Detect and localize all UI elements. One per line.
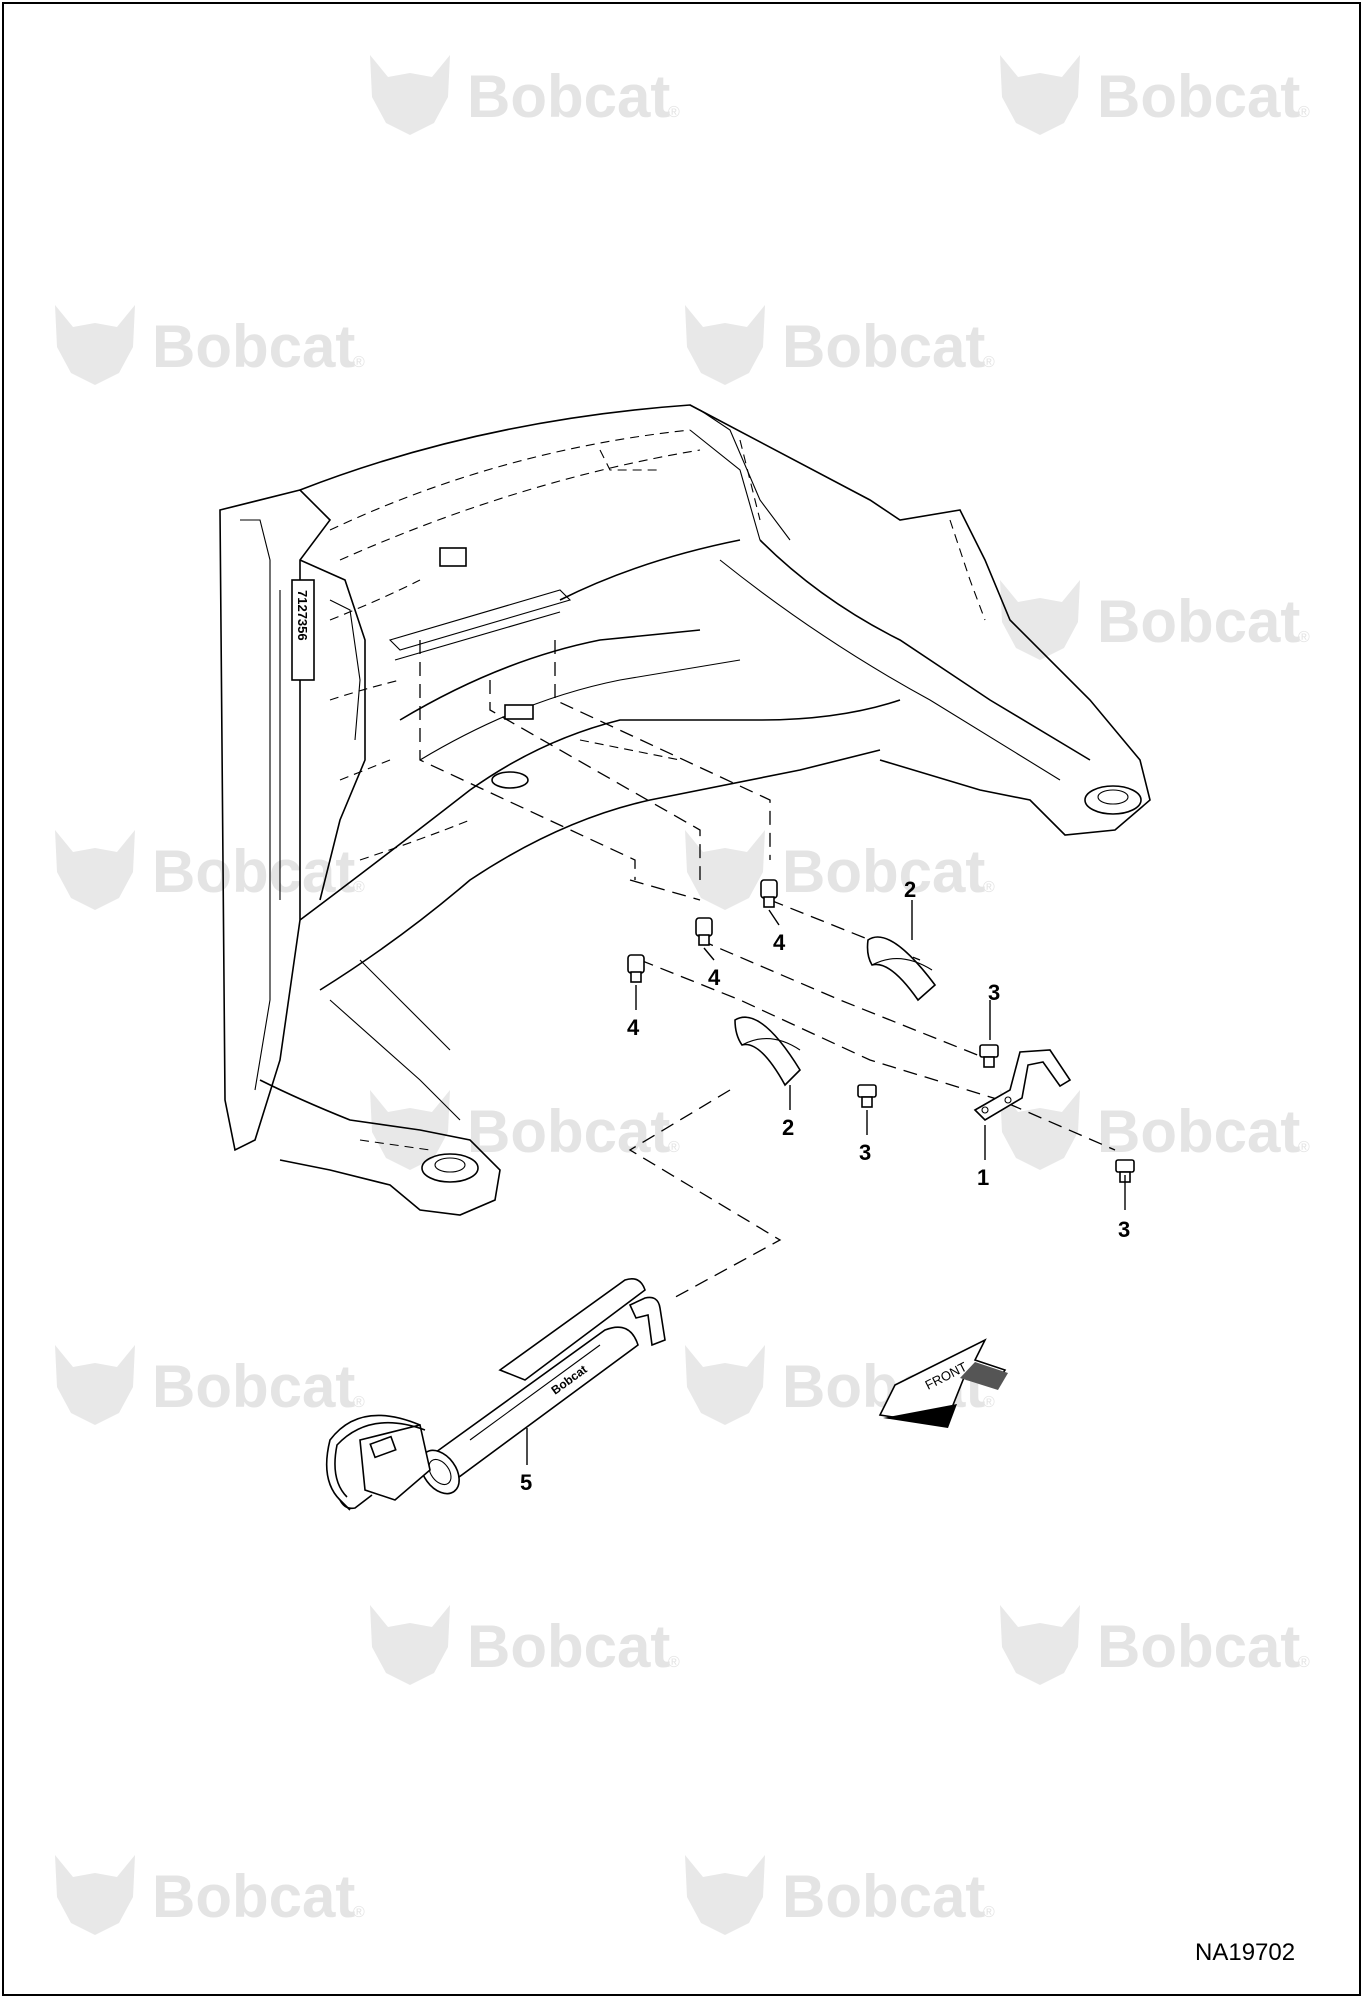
bolt — [857, 1084, 877, 1108]
watermark-brand-text: Bobcat — [467, 1098, 670, 1165]
bracket-part-1 — [973, 1049, 1072, 1122]
watermark-brand-text: Bobcat — [152, 313, 355, 380]
bobcat-head-icon — [370, 55, 450, 135]
drawing-id: NA19702 — [1195, 1939, 1295, 1966]
bolts-part-3 — [857, 1044, 1135, 1183]
bobcat-head-icon — [1000, 1090, 1080, 1170]
watermark-registered-mark: ® — [668, 1654, 680, 1671]
watermark-registered-mark: ® — [1298, 1654, 1310, 1671]
watermark-brand-text: Bobcat — [1097, 1098, 1300, 1165]
watermark-brand-text: Bobcat — [152, 1863, 355, 1930]
loader-frame: 7127356 — [219, 404, 1151, 1216]
watermark: Bobcat® — [1000, 1090, 1310, 1170]
watermark-registered-mark: ® — [353, 1904, 365, 1921]
bobcat-head-icon — [370, 1090, 450, 1170]
callout-part-4: 4 — [708, 965, 721, 990]
front-direction-arrow: FRONT — [878, 1338, 1008, 1428]
watermark: Bobcat® — [370, 1090, 680, 1170]
clip — [866, 936, 937, 1002]
watermark: Bobcat® — [55, 305, 365, 385]
watermark: Bobcat® — [1000, 580, 1310, 660]
watermark-registered-mark: ® — [983, 1904, 995, 1921]
clips-part-2 — [734, 936, 937, 1087]
callout-part-2: 2 — [904, 877, 916, 902]
watermark-brand-text: Bobcat — [782, 1863, 985, 1930]
callout-part-4: 4 — [773, 930, 786, 955]
watermark: Bobcat® — [685, 305, 995, 385]
callout-part-1: 1 — [977, 1165, 989, 1190]
watermark-brand-text: Bobcat — [467, 1613, 670, 1680]
watermark: Bobcat® — [55, 1345, 365, 1425]
watermark: Bobcat® — [685, 1855, 995, 1935]
watermark: Bobcat® — [370, 1605, 680, 1685]
grease-fittings-part-4 — [627, 879, 778, 983]
grease-fitting — [695, 917, 713, 946]
callout-part-4: 4 — [627, 1015, 640, 1040]
watermark-brand-text: Bobcat — [152, 1353, 355, 1420]
callout-part-3: 3 — [988, 980, 1000, 1005]
watermark: Bobcat® — [55, 830, 365, 910]
watermark-registered-mark: ® — [983, 1394, 995, 1411]
watermark-brand-text: Bobcat — [1097, 1613, 1300, 1680]
frame-serial-text: 7127356 — [295, 590, 310, 641]
bobcat-head-icon — [685, 305, 765, 385]
callout-part-3: 3 — [1118, 1217, 1130, 1242]
assembly-lines — [419, 640, 1116, 1301]
watermark-brand-text: Bobcat — [782, 838, 985, 905]
watermark: Bobcat® — [1000, 1605, 1310, 1685]
callout-part-2: 2 — [782, 1115, 794, 1140]
watermark-registered-mark: ® — [668, 104, 680, 121]
watermark-layer: Bobcat®Bobcat®Bobcat®Bobcat®Bobcat®Bobca… — [55, 55, 1310, 1935]
watermark-brand-text: Bobcat — [1097, 63, 1300, 130]
bobcat-head-icon — [1000, 580, 1080, 660]
grease-fitting — [627, 954, 645, 983]
bobcat-head-icon — [55, 1345, 135, 1425]
callout-part-5: 5 — [520, 1470, 532, 1495]
bobcat-head-icon — [370, 1605, 450, 1685]
watermark: Bobcat® — [55, 1855, 365, 1935]
bolt — [979, 1044, 999, 1068]
watermark-registered-mark: ® — [983, 354, 995, 371]
clip — [734, 1016, 802, 1087]
watermark-registered-mark: ® — [353, 879, 365, 896]
callout-leaders — [526, 900, 1126, 1465]
watermark-brand-text: Bobcat — [467, 63, 670, 130]
watermark-registered-mark: ® — [983, 879, 995, 896]
watermark-brand-text: Bobcat — [1097, 588, 1300, 655]
bobcat-head-icon — [685, 1855, 765, 1935]
watermark-registered-mark: ® — [1298, 104, 1310, 121]
callout-labels: 1 2 2 3 3 3 4 4 4 5 — [520, 877, 1130, 1495]
watermark-registered-mark: ® — [353, 1394, 365, 1411]
bobcat-head-icon — [685, 1345, 765, 1425]
watermark-registered-mark: ® — [1298, 629, 1310, 646]
bobcat-head-icon — [55, 305, 135, 385]
bobcat-head-icon — [685, 830, 765, 910]
watermark: Bobcat® — [1000, 55, 1310, 135]
watermark-registered-mark: ® — [668, 1139, 680, 1156]
watermark: Bobcat® — [370, 55, 680, 135]
callout-part-3: 3 — [859, 1140, 871, 1165]
bobcat-head-icon — [1000, 1605, 1080, 1685]
watermark-registered-mark: ® — [1298, 1139, 1310, 1156]
bobcat-head-icon — [1000, 55, 1080, 135]
bobcat-head-icon — [55, 830, 135, 910]
watermark-brand-text: Bobcat — [152, 838, 355, 905]
watermark-registered-mark: ® — [353, 354, 365, 371]
grease-fitting — [760, 879, 778, 908]
grease-gun-part-5: Bobcat — [325, 1277, 666, 1511]
watermark-brand-text: Bobcat — [782, 313, 985, 380]
bobcat-head-icon — [55, 1855, 135, 1935]
watermark: Bobcat® — [685, 830, 995, 910]
